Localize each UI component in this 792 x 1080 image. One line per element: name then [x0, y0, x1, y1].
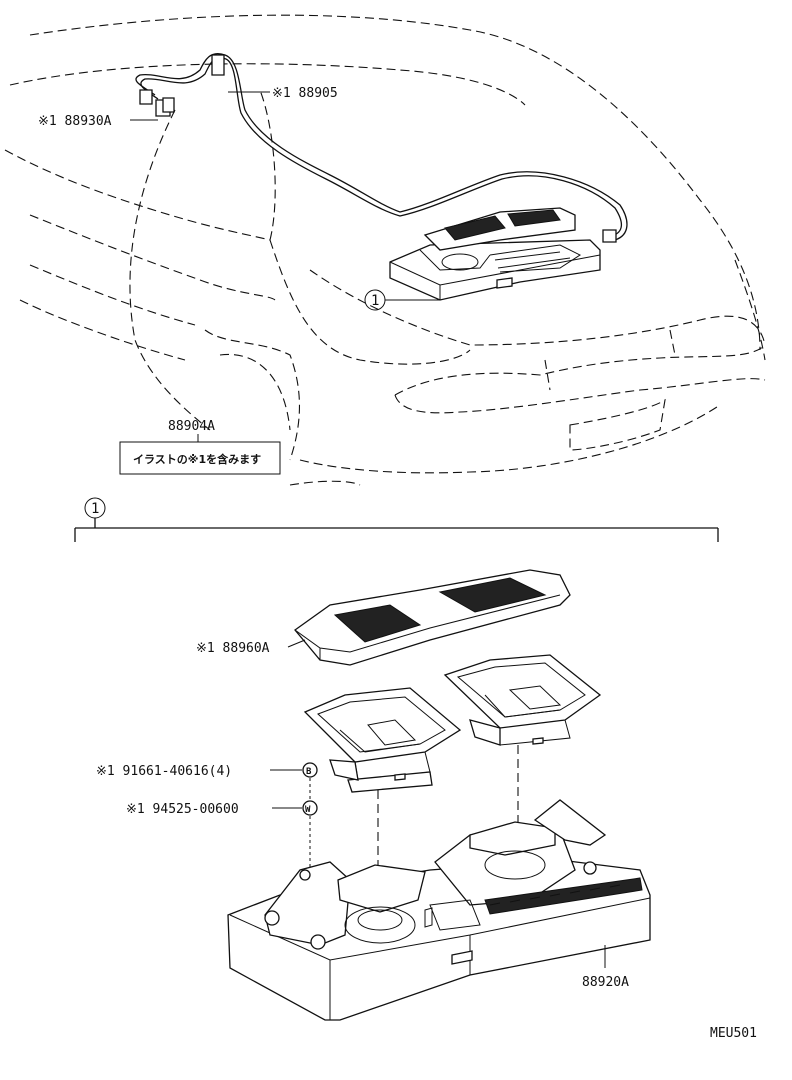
speaker-frame-right — [443, 654, 602, 746]
part-label-91661: ※1 91661-40616(4) — [96, 764, 232, 779]
washer-symbol-label: W — [305, 805, 311, 815]
speaker-base-box — [227, 799, 651, 1021]
part-label-88904a: 88904A — [168, 419, 215, 434]
part-label-88905: ※1 88905 — [272, 86, 338, 101]
part-label-88920a: 88920A — [582, 975, 629, 990]
callout-88904a: 88904A イラストの※1を含みます — [119, 419, 281, 475]
callout-ref-1-top: 1 — [364, 289, 440, 311]
ref-number-1: 1 — [371, 293, 379, 309]
wire-harness — [135, 53, 628, 243]
speaker-frame-left — [303, 687, 462, 793]
part-label-88930a: ※1 88930A — [38, 114, 112, 129]
alignment-lines — [309, 745, 519, 890]
ref-number-1-detail: 1 — [91, 501, 99, 517]
bolt-symbol-label: B — [306, 767, 312, 777]
callout-88920a: 88920A — [582, 945, 629, 990]
callout-91661: B ※1 91661-40616(4) — [96, 762, 318, 779]
diagram-code: MEU501 — [710, 1026, 757, 1041]
bolt-symbol — [302, 762, 318, 778]
speaker-cover — [294, 569, 571, 666]
washer-symbol — [302, 800, 318, 816]
callout-88960a: ※1 88960A — [196, 639, 306, 656]
part-label-88960a: ※1 88960A — [196, 641, 270, 656]
callout-94525: W ※1 94525-00600 — [126, 800, 318, 817]
callout-88905: ※1 88905 — [228, 86, 338, 101]
includes-note: イラストの※1を含みます — [133, 452, 261, 466]
speaker-assembly-small — [389, 207, 601, 301]
callout-88930a: ※1 88930A — [38, 114, 158, 129]
car-body-outline — [4, 14, 766, 486]
part-label-94525: ※1 94525-00600 — [126, 802, 239, 817]
detail-bracket: 1 — [74, 497, 719, 542]
